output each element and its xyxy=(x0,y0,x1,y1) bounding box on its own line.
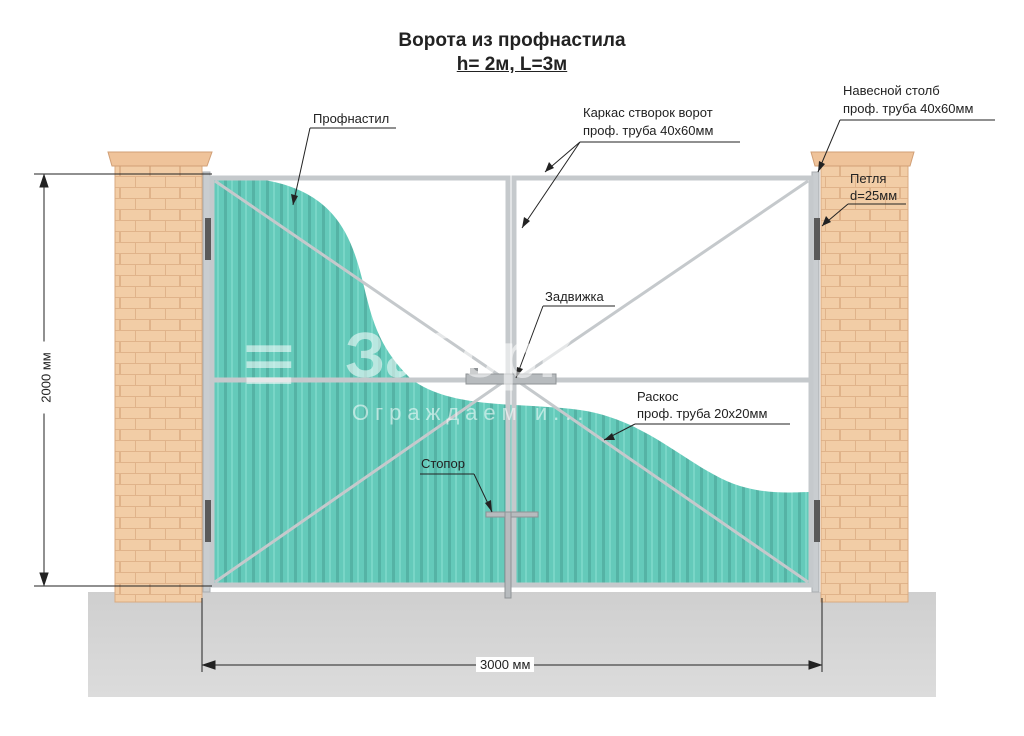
diagram-title: Ворота из профнастила xyxy=(398,30,626,51)
dimension-height: 2000 мм xyxy=(38,341,54,414)
leader-arrows xyxy=(291,161,831,512)
label-raskos-line1: Раскос xyxy=(637,389,679,404)
label-stolb-line2: проф. труба 40х60мм xyxy=(843,101,974,116)
label-petlya-line1: Петля xyxy=(850,171,887,186)
label-petlya-line2: d=25мм xyxy=(850,188,898,203)
width-dimension xyxy=(201,598,823,672)
label-stopor: Стопор xyxy=(421,456,465,471)
hinges xyxy=(205,218,820,542)
label-profnastil: Профнастил xyxy=(313,111,390,126)
label-raskos-line2: проф. труба 20х20мм xyxy=(637,406,768,421)
ground xyxy=(88,592,936,697)
dimension-width: 3000 мм xyxy=(476,657,535,672)
stopper xyxy=(485,511,539,599)
left-pillar xyxy=(107,151,213,603)
diagram-subtitle: h= 2м, L=3м xyxy=(456,54,568,75)
profnastil-sheet xyxy=(212,176,811,585)
right-pillar xyxy=(810,151,915,603)
label-karkas-line2: проф. труба 40х60мм xyxy=(583,123,714,138)
latch xyxy=(465,368,557,385)
diagonal-braces xyxy=(214,179,809,584)
leader-lines xyxy=(292,119,995,513)
label-stolb-line1: Навесной столб xyxy=(843,83,940,98)
label-zadvizhka: Задвижка xyxy=(545,289,604,304)
label-karkas-line1: Каркас створок ворот xyxy=(583,105,713,120)
